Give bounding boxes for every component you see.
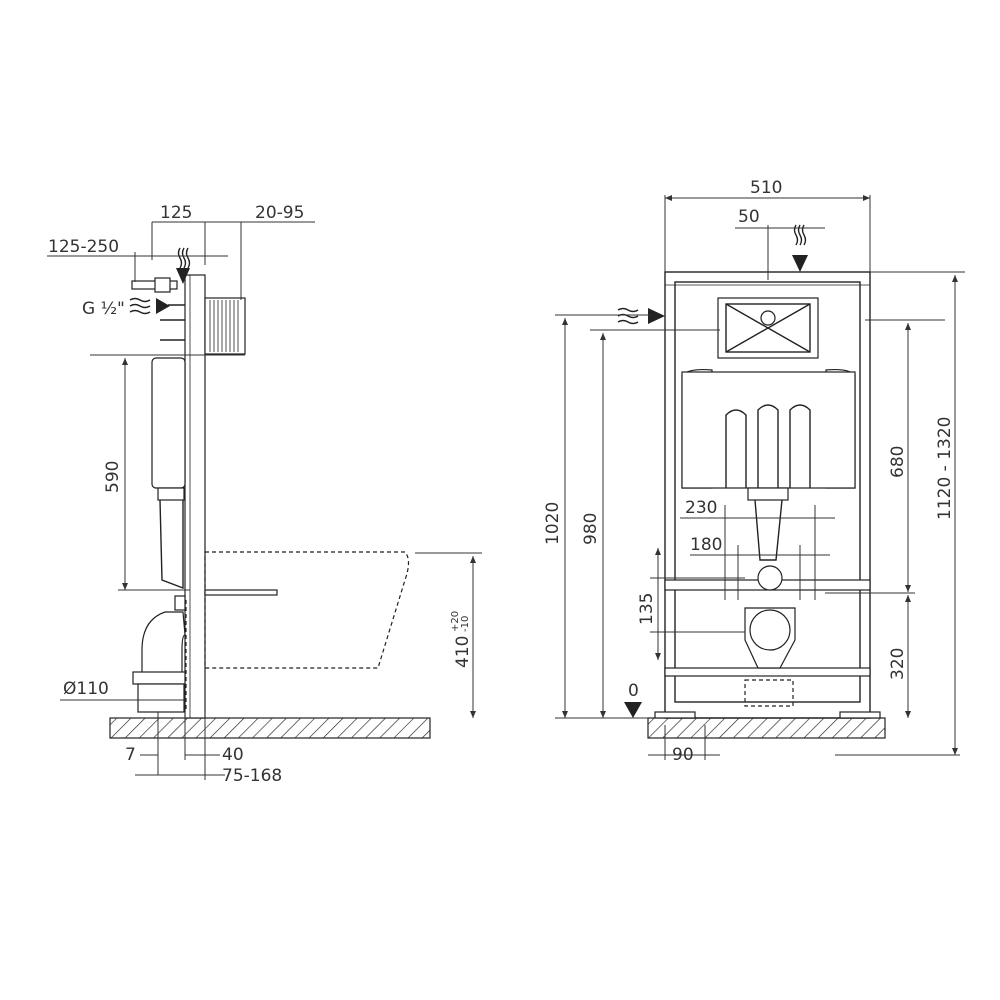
dim-590: 590 bbox=[103, 461, 123, 493]
side-view: 125 20-95 125-250 G ½" 590 Ø110 7 40 75-… bbox=[47, 203, 482, 786]
dim-180: 180 bbox=[690, 535, 722, 555]
dim-50: 50 bbox=[738, 207, 760, 227]
water-inlet-front bbox=[617, 224, 808, 325]
dim-320: 320 bbox=[888, 648, 908, 680]
dim-680: 680 bbox=[888, 446, 908, 478]
dim-510: 510 bbox=[750, 178, 782, 198]
drain-front bbox=[744, 565, 796, 707]
floor-hatch-left bbox=[109, 717, 431, 739]
water-inlet-side bbox=[129, 247, 191, 341]
dim-125: 125 bbox=[160, 203, 192, 223]
dim-1120-1320: 1120 - 1320 bbox=[935, 417, 955, 520]
dim-135: 135 bbox=[637, 593, 657, 625]
side-dimension-lines bbox=[47, 221, 482, 780]
dim-0: 0 bbox=[628, 681, 639, 701]
frame-post-side bbox=[184, 274, 206, 719]
dim-410: 410 bbox=[453, 636, 473, 668]
dim-1020: 1020 bbox=[543, 502, 563, 545]
dim-410-tol-plus: +20 bbox=[450, 611, 461, 632]
front-dimension-lines bbox=[555, 195, 965, 760]
drain-pipe-side bbox=[132, 595, 187, 713]
dim-g-half-inch: G ½" bbox=[82, 299, 125, 319]
dim-7: 7 bbox=[125, 745, 136, 765]
dim-40: 40 bbox=[222, 745, 244, 765]
dim-410-tol-minus: -10 bbox=[460, 616, 471, 632]
front-view: 510 50 1020 980 230 180 135 0 90 680 320… bbox=[543, 178, 965, 765]
zero-level-marker bbox=[624, 702, 642, 718]
dim-20-95: 20-95 bbox=[255, 203, 304, 223]
flush-plate-front bbox=[717, 297, 819, 359]
wc-bowl-outline bbox=[204, 551, 410, 669]
dim-90: 90 bbox=[672, 745, 694, 765]
cistern-front bbox=[681, 368, 856, 561]
dim-110: Ø110 bbox=[63, 679, 109, 699]
dim-75-168: 75-168 bbox=[222, 766, 282, 786]
cistern-side bbox=[151, 357, 186, 590]
dim-125-250: 125-250 bbox=[48, 237, 119, 257]
flush-plate-side bbox=[204, 297, 246, 355]
floor-hatch-right bbox=[647, 717, 886, 739]
dim-980: 980 bbox=[581, 513, 601, 545]
dim-230: 230 bbox=[685, 498, 717, 518]
